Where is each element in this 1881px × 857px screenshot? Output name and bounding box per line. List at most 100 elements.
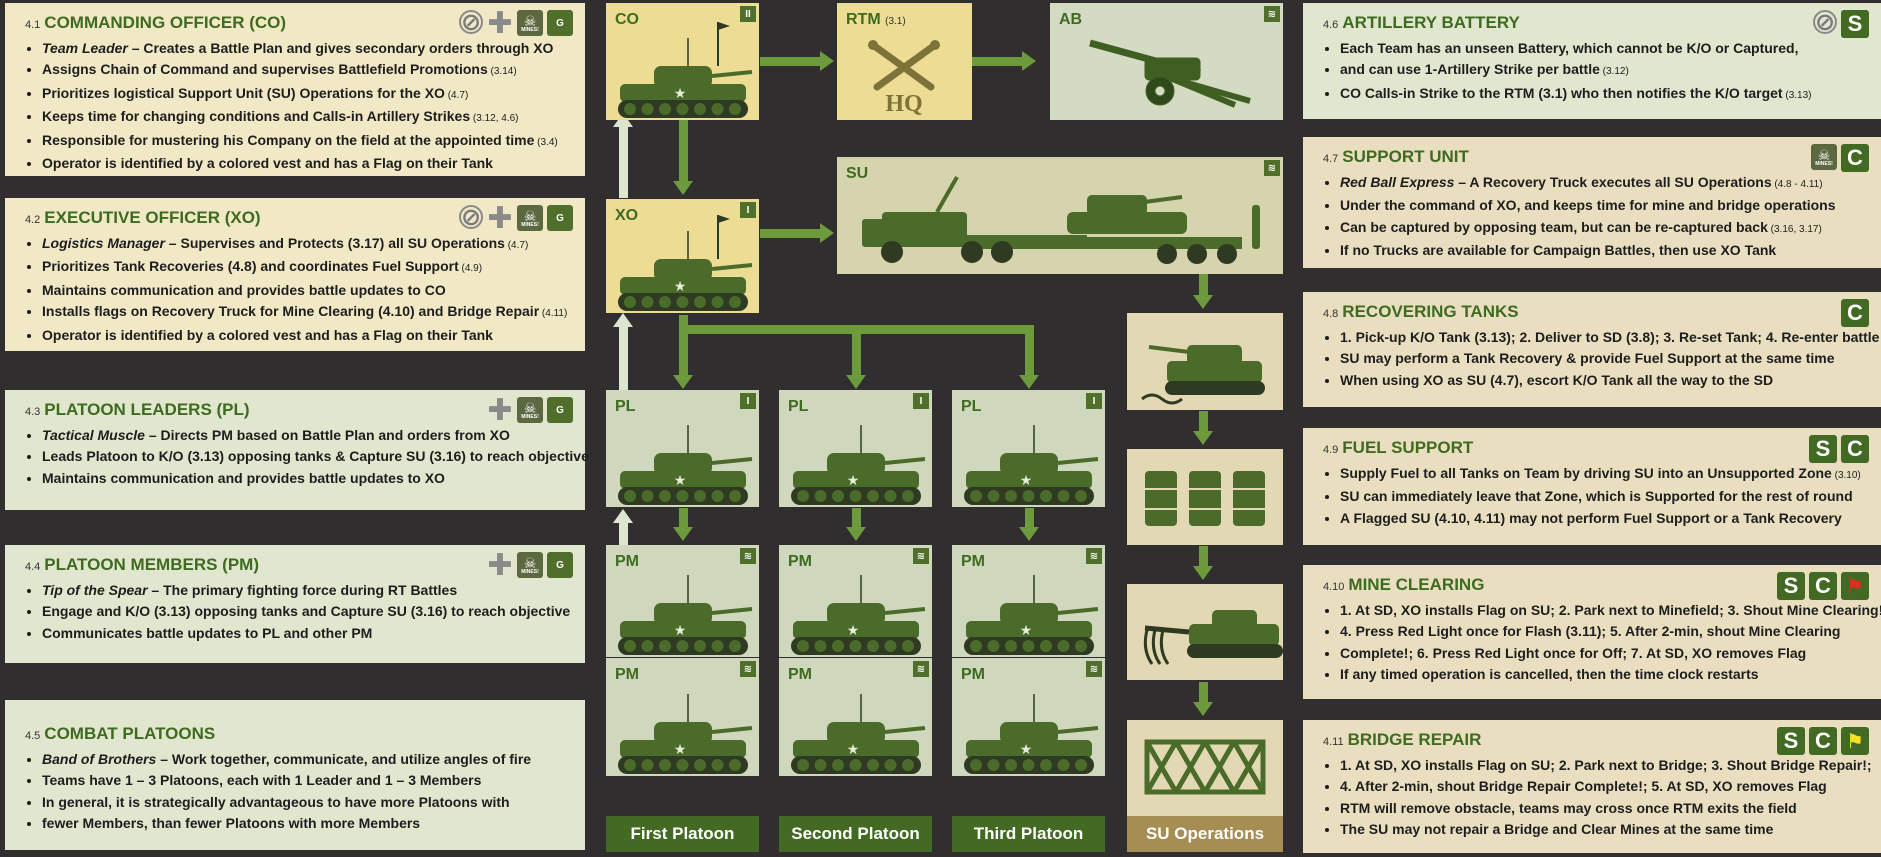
- arrow-rtm-ab: [972, 57, 1024, 66]
- su-bullets: Red Ball Express – A Recovery Truck exec…: [1323, 172, 1869, 262]
- mines-skull-icon: ☠MINES!: [517, 205, 543, 231]
- column-second-platoon: Second Platoon: [779, 816, 932, 852]
- mc-bullets: 1. At SD, XO installs Flag on SU; 2. Par…: [1323, 600, 1881, 686]
- mines-label: MINES!: [521, 568, 539, 575]
- bullet-lead: Band of Brothers: [42, 751, 157, 767]
- bullet-text: When using XO as SU (4.7), escort K/O Ta…: [1340, 371, 1774, 388]
- c-letter-icon: C: [1841, 299, 1869, 327]
- mines-label: MINES!: [521, 413, 539, 420]
- bullet-ref: (4.11): [539, 308, 568, 320]
- tank-icon: ★: [964, 694, 1099, 774]
- pm-icons: ✚☠MINES!G: [487, 549, 573, 582]
- bullet-item: When using XO as SU (4.7), escort K/O Ta…: [1340, 370, 1869, 391]
- s-letter-icon: S: [1841, 10, 1869, 38]
- sergeant-badge: ≋: [1264, 160, 1280, 176]
- bullet-text: SU may perform a Tank Recovery & provide…: [1340, 350, 1835, 367]
- arrow-xo-pl1-head: [673, 375, 693, 389]
- s-letter-icon: S: [1777, 572, 1805, 600]
- bullet-text: 1. At SD, XO installs Flag on SU; 2. Par…: [1340, 602, 1881, 618]
- bullet-text: – Work together, communicate, and utiliz…: [156, 751, 532, 767]
- rank-badge: I: [740, 393, 756, 409]
- xo-bullets: Logistics Manager – Supervises and Prote…: [25, 233, 573, 346]
- mines-skull-icon: ☠MINES!: [517, 397, 543, 423]
- no-entry-icon: ⊘: [459, 8, 483, 36]
- su-box: SU ≋: [837, 157, 1283, 274]
- tank-icon: ★: [618, 425, 753, 505]
- bullet-text: Complete!; 6. Press Red Light once for O…: [1340, 644, 1807, 661]
- arrow-co-rtm-head: [820, 51, 834, 71]
- bullet-item: Complete!; 6. Press Red Light once for O…: [1340, 643, 1869, 664]
- ab-bullets: Each Team has an unseen Battery, which c…: [1323, 38, 1869, 106]
- bullet-ref: (3.14): [487, 66, 517, 78]
- bullet-text: – Supervises and Protects (3.17) all SU …: [164, 235, 505, 251]
- mines-skull-icon: ☠MINES!: [1811, 144, 1837, 170]
- xo-icons: ⊘✚☠MINES!G: [459, 202, 573, 235]
- pm3b-box: PM ≋ ★: [952, 658, 1105, 776]
- pm1b-box: PM ≋ ★: [606, 658, 759, 776]
- co-bullets: Team Leader – Creates a Battle Plan and …: [25, 38, 573, 174]
- bullet-item: CO Calls-in Strike to the RTM (3.1) who …: [1340, 83, 1869, 106]
- bullet-text: – Creates a Battle Plan and gives second…: [127, 40, 554, 56]
- bullet-item: Installs flags on Recovery Truck for Min…: [42, 301, 573, 324]
- bullet-item: Prioritizes Tank Recoveries (4.8) and co…: [42, 256, 573, 279]
- xo-box-label: XO: [615, 207, 639, 224]
- pl-box-label: PL: [788, 398, 809, 415]
- arrow-su-rt-head: [1193, 295, 1213, 309]
- ab-box: AB ≋: [1050, 3, 1283, 120]
- bullet-item: Team Leader – Creates a Battle Plan and …: [42, 38, 573, 59]
- pl2-box: PL I ★: [779, 390, 932, 507]
- fs-bullets: Supply Fuel to all Tanks on Team by driv…: [1323, 463, 1869, 529]
- hq-label: HQ: [885, 91, 922, 117]
- bullet-item: In general, it is strategically advantag…: [42, 792, 573, 813]
- pl1-box: PL I ★: [606, 390, 759, 507]
- fuel-can-icon: G: [547, 397, 573, 423]
- arrow-pl1-pm1-head: [673, 527, 693, 541]
- bullet-text: Can be captured by opposing team, but ca…: [1340, 218, 1768, 235]
- bullet-text: Leads Platoon to K/O (3.13) opposing tan…: [42, 448, 589, 465]
- fuel-drums-icon: [1145, 471, 1265, 526]
- recovered-tank-icon: [1141, 345, 1265, 405]
- fuel-label: G: [556, 404, 564, 416]
- arrow-su-rt: [1199, 274, 1208, 296]
- pl-box-label: PL: [615, 398, 636, 415]
- rank-badge: I: [913, 393, 929, 409]
- bullet-item: The SU may not repair a Bridge and Clear…: [1340, 819, 1869, 840]
- bullet-item: Red Ball Express – A Recovery Truck exec…: [1340, 172, 1869, 195]
- bullet-text: 4. After 2-min, shout Bridge Repair Comp…: [1340, 778, 1827, 795]
- mine-clearing-box: [1127, 584, 1283, 680]
- svg-text:★: ★: [847, 742, 860, 758]
- bridge-icon: [1144, 739, 1266, 795]
- bullet-item: Operator is identified by a colored vest…: [42, 325, 573, 346]
- pm3a-box: PM ≋ ★: [952, 545, 1105, 657]
- arrow-pl3-pm3: [1025, 508, 1034, 528]
- arrow-pl3-pm3-head: [1019, 527, 1039, 541]
- column-third-platoon: Third Platoon: [952, 816, 1105, 852]
- bullet-lead: Red Ball Express: [1340, 174, 1455, 190]
- sergeant-badge: ≋: [913, 661, 929, 677]
- bullet-item: RTM will remove obstacle, teams may cros…: [1340, 798, 1869, 819]
- recovering-tank-box: [1127, 313, 1283, 410]
- xo-box: XO I ★: [606, 199, 759, 313]
- bridge-repair-box: [1127, 720, 1283, 816]
- rt-bullets: 1. Pick-up K/O Tank (3.13); 2. Deliver t…: [1323, 327, 1879, 391]
- bullet-item: 1. Pick-up K/O Tank (3.13); 2. Deliver t…: [1340, 327, 1879, 348]
- medic-cross-icon: ✚: [487, 6, 513, 40]
- bullet-ref: (4.9): [458, 263, 483, 275]
- co-box-label: CO: [615, 11, 639, 28]
- bullet-ref: (3.4): [534, 136, 558, 148]
- bullet-item: 1. At SD, XO installs Flag on SU; 2. Par…: [1340, 600, 1881, 621]
- bullet-item: SU may perform a Tank Recovery & provide…: [1340, 348, 1869, 369]
- bullet-text: Each Team has an unseen Battery, which c…: [1340, 40, 1799, 56]
- bullet-text: RTM will remove obstacle, teams may cros…: [1340, 799, 1797, 816]
